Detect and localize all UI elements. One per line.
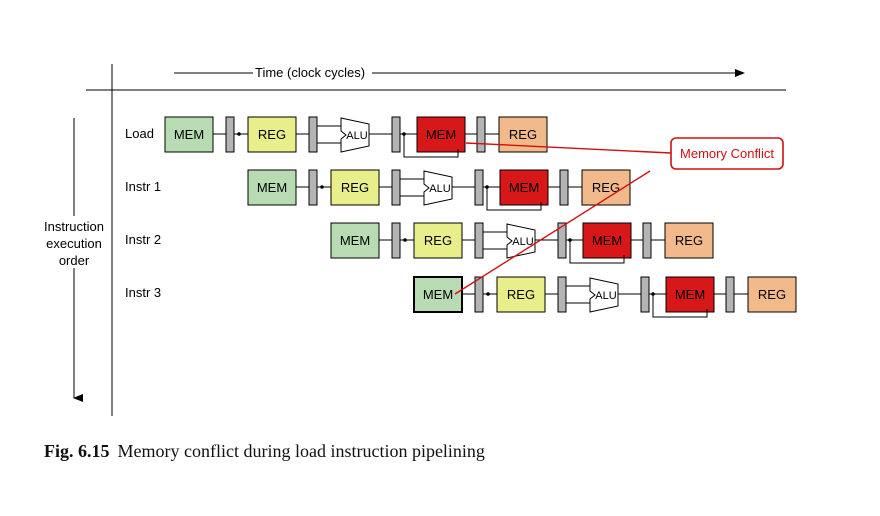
pipeline-latch [225, 116, 235, 153]
pipeline-latch [391, 116, 401, 153]
mem-fetch-box-label: MEM [257, 180, 287, 195]
reg-write-box-label: REG [758, 287, 786, 302]
mem-data-box-label: MEM [675, 287, 705, 302]
memory-conflict-label: Memory Conflict [680, 146, 774, 161]
alu-block [423, 170, 453, 206]
alu-label: ALU [512, 236, 533, 248]
wire [652, 294, 708, 318]
reg-read-box-label: REG [424, 233, 452, 248]
row-label-instr-3: Instr 3 [125, 285, 161, 300]
mem-fetch-box-label: MEM [174, 127, 204, 142]
pipeline-latch [642, 222, 652, 259]
wire [403, 134, 459, 158]
order-label-line-3: order [59, 253, 90, 268]
alu-label: ALU [595, 290, 616, 302]
mem-data-box [665, 276, 715, 313]
row-label-instr-1: Instr 1 [125, 179, 161, 194]
pipeline-row-load: MEM REG ALU MEM REG [164, 116, 548, 158]
reg-read-box-label: REG [507, 287, 535, 302]
pipeline-row-instr-2: MEM REG ALU MEM REG [330, 222, 714, 264]
wire-junction [237, 132, 241, 136]
pipeline-latch [640, 276, 650, 313]
reg-read-box-label: REG [341, 180, 369, 195]
pipeline-row-instr-3: MEM REG ALU MEM REG [413, 276, 797, 318]
pipeline-latch [308, 169, 318, 206]
time-label: Time (clock cycles) [255, 65, 365, 80]
mem-fetch-box-label: MEM [340, 233, 370, 248]
pipeline-latch [725, 276, 735, 313]
wire-junction [486, 292, 490, 296]
figure-number: Fig. 6.15 [44, 441, 110, 461]
alu-block [506, 223, 536, 259]
pipeline-latch [476, 116, 486, 153]
alu-block [340, 117, 370, 153]
reg-read-box-label: REG [258, 127, 286, 142]
pipeline-latch [557, 276, 567, 313]
conflict-line-instr-3 [454, 170, 651, 295]
row-label-load: Load [125, 126, 154, 141]
pipeline-latch [474, 276, 484, 313]
order-label-line-2: execution [46, 236, 102, 251]
pipeline-latch [308, 116, 318, 153]
pipeline-latch [559, 169, 569, 206]
mem-data-box-label: MEM [592, 233, 622, 248]
pipeline-row-instr-1: MEM REG ALU MEM REG [247, 169, 631, 211]
pipeline-latch [474, 222, 484, 259]
pipeline-latch [474, 169, 484, 206]
alu-label: ALU [346, 130, 367, 142]
reg-write-box [664, 222, 714, 259]
row-label-instr-2: Instr 2 [125, 232, 161, 247]
wire [569, 240, 625, 264]
reg-write-box-label: REG [592, 180, 620, 195]
alu-label: ALU [429, 183, 450, 195]
mem-fetch-box [164, 116, 214, 153]
mem-fetch-box-label: MEM [423, 287, 453, 302]
reg-read-box [247, 116, 297, 153]
figure-caption: Fig. 6.15 Memory conflict during load ins… [44, 441, 485, 462]
wire [486, 187, 542, 211]
memory-conflict-callout [670, 137, 784, 170]
mem-data-box [416, 116, 466, 153]
conflict-line-load [465, 142, 672, 154]
pipeline-latch [391, 169, 401, 206]
reg-read-box [330, 169, 380, 206]
reg-write-box [747, 276, 797, 313]
mem-data-box [499, 169, 549, 206]
order-label-bg [40, 216, 108, 268]
alu-block [589, 277, 619, 313]
mem-fetch-box [247, 169, 297, 206]
wire-junction [320, 185, 324, 189]
figure-caption-text: Memory conflict during load instruction … [117, 441, 485, 461]
reg-write-box-label: REG [675, 233, 703, 248]
time-label-bg [253, 64, 372, 81]
reg-write-box-label: REG [509, 127, 537, 142]
wire-junction [403, 238, 407, 242]
mem-data-box-label: MEM [426, 127, 456, 142]
mem-data-box-label: MEM [509, 180, 539, 195]
order-label-line-1: Instruction [44, 219, 104, 234]
mem-fetch-box [330, 222, 380, 259]
pipeline-latch [391, 222, 401, 259]
